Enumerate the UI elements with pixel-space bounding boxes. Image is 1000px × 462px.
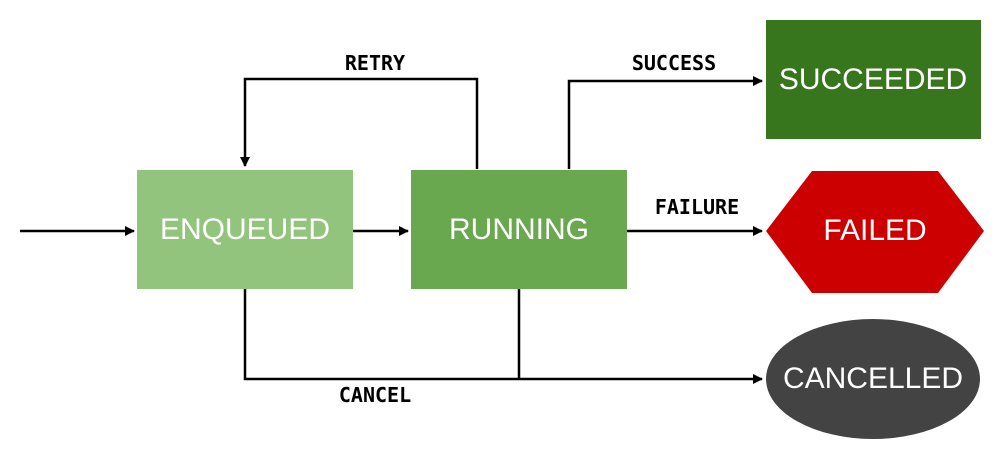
state-running: RUNNING (411, 170, 627, 289)
state-failed: FAILED (766, 171, 984, 293)
retry-label: RETRY (345, 51, 405, 75)
state-cancelled-shape (766, 319, 980, 439)
state-cancelled: CANCELLED (766, 319, 980, 439)
state-running-label: RUNNING (449, 213, 589, 246)
state-running-shape (411, 170, 627, 289)
failure-label: FAILURE (655, 195, 739, 219)
success-label: SUCCESS (632, 51, 716, 75)
state-succeeded-label: SUCCEEDED (779, 63, 967, 96)
state-cancelled-label: CANCELLED (783, 362, 963, 395)
state-succeeded-shape (766, 20, 981, 139)
state-failed-shape (766, 171, 984, 293)
success-arrow (567, 76, 763, 169)
state-enqueued-shape (137, 170, 353, 289)
cancel-label: CANCEL (339, 383, 411, 407)
state-failed-label: FAILED (823, 214, 926, 247)
state-succeeded: SUCCEEDED (766, 20, 981, 139)
state-enqueued-label: ENQUEUED (160, 213, 330, 246)
retry-arrow (240, 77, 479, 169)
cancel-arrow (243, 289, 763, 384)
state-enqueued: ENQUEUED (137, 170, 353, 289)
